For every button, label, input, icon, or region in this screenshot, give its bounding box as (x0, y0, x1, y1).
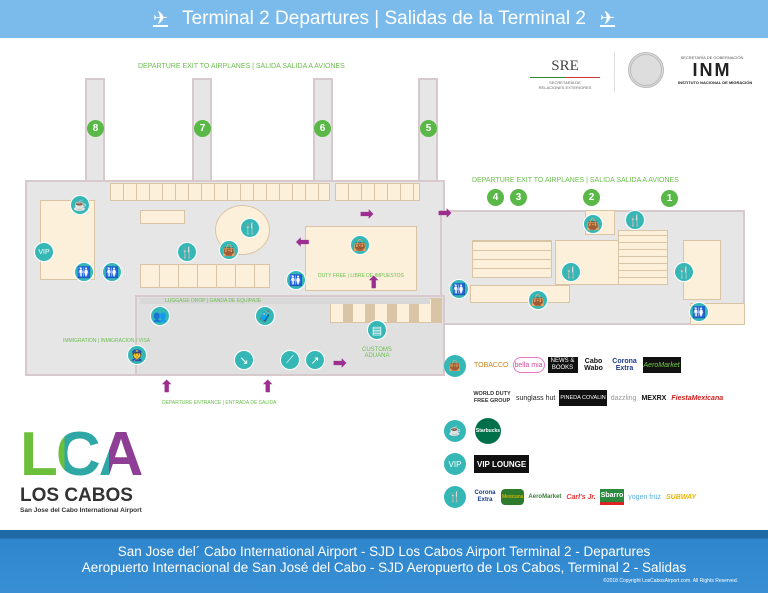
brand-logo: Corona Extra (474, 490, 496, 503)
sre-sub: RELACIONES EXTERIORES (538, 85, 592, 90)
restroom-icon: 🚻 (74, 262, 94, 282)
brand-logo: FiestaMexicana (671, 394, 724, 402)
restaurant-icon: 🍴 (561, 262, 581, 282)
cafe-icon: ☕ (70, 195, 90, 215)
restroom-icon: 🚻 (286, 270, 306, 290)
arrow-up-icon: ⬆ (367, 275, 381, 292)
cafe-icon: ☕ (444, 420, 466, 442)
starbucks-logo: Starbucks (475, 418, 501, 444)
footer-line-es: Aeropuerto Internacional de San José del… (81, 560, 687, 575)
arrow-up-icon: ⬆ (160, 379, 174, 396)
brand-name: LOS CABOS (20, 485, 133, 506)
brand-logo: Carl's Jr. (566, 493, 596, 501)
footer: San Jose del´ Cabo International Airport… (0, 530, 768, 593)
arrow-right-icon: ➡ (438, 205, 452, 222)
brand-logo: Corona Extra (612, 358, 637, 372)
gate-8: 8 (87, 120, 104, 137)
brand-logo: dazzling (610, 394, 637, 402)
entrance-label: DEPARTURE ENTRANCE | ENTRADA DE SALIDA (162, 400, 277, 406)
stairs-icon: ⟋ (280, 350, 300, 370)
immigration-label: IMMIGRATION | INMIGRACION / VISA (63, 338, 151, 344)
customs-en: CUSTOMS (362, 347, 392, 353)
brand-subtitle: San Jose del Cabo International Airport (20, 507, 142, 514)
gate-6: 6 (314, 120, 331, 137)
brand-logo: SUBWAY (665, 493, 697, 501)
exit-label: DEPARTURE EXIT TO AIRPLANES | SALIDA SAL… (138, 63, 345, 70)
restaurant-icon: 🍴 (674, 262, 694, 282)
shopping-bag-icon: 👜 (444, 355, 466, 377)
brand-logo: Mexicana (501, 489, 525, 505)
restroom-icon: 🚻 (689, 302, 709, 322)
footer-line-en: San Jose del´ Cabo International Airport… (117, 544, 651, 559)
sre-sub: SECRETARÍA DE (549, 80, 581, 85)
header-bar: ✈ Terminal 2 Departures | Salidas de la … (0, 0, 768, 38)
brand-logo: AeroMarket (642, 357, 681, 373)
inm-logo: SECRETARÍA DE GOBERNACIÓN INM INSTITUTO … (678, 55, 753, 85)
escalator-up-icon: ↗ (305, 350, 325, 370)
page-title: Terminal 2 Departures | Salidas de la Te… (182, 8, 586, 29)
brand-logo: bella mia (512, 357, 545, 373)
restaurant-icon: 🍴 (625, 210, 645, 230)
copyright: ©2018 Copyright LosCabosAirport.com. All… (603, 578, 738, 584)
customs-es: ADUANA (364, 353, 390, 359)
arrow-left-icon: ⬅ (296, 234, 310, 251)
sre-logo: SRE SECRETARÍA DE RELACIONES EXTERIORES (530, 58, 600, 90)
duty-free-label: DUTY FREE | LIBRE DE IMPUESTOS (318, 273, 404, 279)
departures-plane-icon: ✈ (599, 8, 615, 28)
arrow-up-icon: ⬆ (261, 379, 275, 396)
brand-logo: sunglass hut (516, 394, 556, 402)
restaurant-icon: 🍴 (444, 486, 466, 508)
escalator-down-icon: ↘ (234, 350, 254, 370)
gate-2: 2 (583, 189, 600, 206)
shopping-bag-icon: 👜 (528, 290, 548, 310)
restroom-icon: 🚻 (449, 279, 469, 299)
brand-logo: WORLD DUTY FREE GROUP (473, 391, 511, 404)
luggage-drop-label: LUGGAGE DROP | GANDA DE EQUIPAJE (165, 298, 262, 304)
inm-sub: INSTITUTO NACIONAL DE MIGRACIÓN (678, 80, 753, 85)
brand-logo: MEXRX (641, 394, 667, 402)
shopping-bag-icon: 👜 (583, 214, 603, 234)
luggage-icon: 🧳 (255, 306, 275, 326)
gate-7: 7 (194, 120, 211, 137)
brand-logo: yogen früz (628, 493, 661, 501)
restaurant-icon: 🍴 (177, 242, 197, 262)
lca-logo-text: LCA (20, 424, 155, 486)
gate-3: 3 (510, 189, 527, 206)
brand-logo: Sbarro (599, 489, 625, 505)
departures-plane-icon: ✈ (153, 8, 169, 28)
shopping-bag-icon: 👜 (350, 235, 370, 255)
restroom-icon: 🚻 (102, 262, 122, 282)
gate-4: 4 (487, 189, 504, 206)
vip-icon: VIP (34, 242, 54, 262)
gate-1: 1 (661, 190, 678, 207)
vip-icon: VIP (444, 453, 466, 475)
los-cabos-logo: LCA LOS CABOS San Jose del Cabo Internat… (20, 424, 155, 515)
brand-logo: NEWS & BOOKS (547, 357, 578, 373)
inm-text: INM (692, 60, 732, 80)
sre-text: SRE (551, 58, 579, 74)
arrow-right-icon: ➡ (360, 206, 374, 223)
immigration-officer-icon: 👮 (127, 345, 147, 365)
gate-5: 5 (420, 120, 437, 137)
check-in-icon: 👥 (150, 306, 170, 326)
restaurant-icon: 🍴 (240, 218, 260, 238)
mexico-seal-icon (628, 52, 664, 88)
vip-lounge-logo: VIP LOUNGE (474, 455, 530, 473)
brand-logo: AeroMarket (528, 494, 562, 500)
exit-label: DEPARTURE EXIT TO AIRPLANES | SALIDA SAL… (472, 177, 679, 184)
customs-icon: ▤ (367, 320, 387, 340)
brand-logo: PINEDA COVALIN (559, 390, 607, 406)
shopping-bag-icon: 👜 (219, 240, 239, 260)
brand-logo: Cabo Wabo (584, 358, 603, 372)
arrow-right-icon: ➡ (333, 355, 347, 372)
inm-top: SECRETARÍA DE GOBERNACIÓN (680, 55, 744, 60)
brand-logo: TOBACCO (474, 361, 509, 369)
